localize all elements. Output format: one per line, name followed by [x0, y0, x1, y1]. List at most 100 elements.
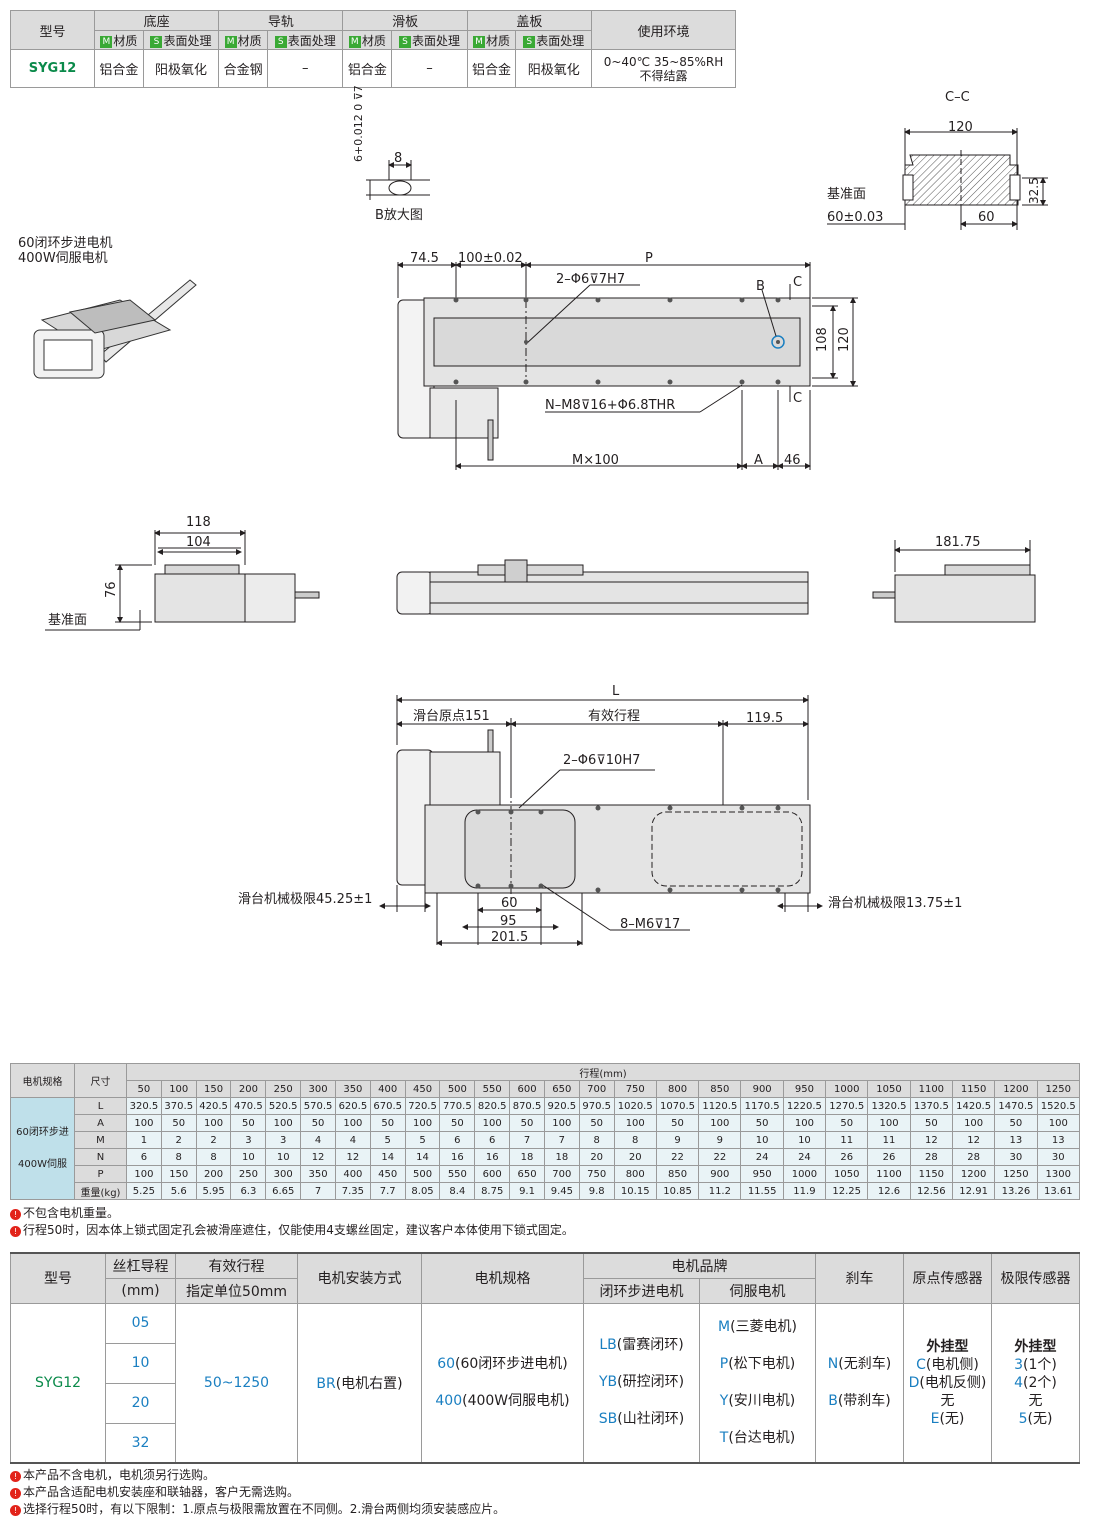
stroke-cell: 11: [825, 1131, 869, 1149]
stroke-cell: 7: [543, 1131, 580, 1149]
stroke-cell: 7: [300, 1182, 336, 1200]
order-h-limit: 极限传感器: [991, 1252, 1080, 1304]
stroke-cell: 9: [698, 1131, 742, 1149]
stroke-row-label: M: [74, 1131, 127, 1149]
stroke-cell: 18: [543, 1148, 580, 1166]
end-76: 76: [104, 581, 119, 598]
stroke-h-motor: 电机规格: [10, 1063, 75, 1098]
stroke-cell: 1120.5: [698, 1097, 742, 1115]
stroke-cell: 100: [404, 1114, 441, 1132]
stroke-cell: 50: [439, 1114, 476, 1132]
stroke-cell: 8.05: [404, 1182, 441, 1200]
stroke-cell: 100: [474, 1114, 511, 1132]
top-108: 108: [815, 327, 830, 352]
end-104: 104: [186, 535, 211, 550]
stroke-cell: 450: [369, 1165, 406, 1183]
stroke-cell: 850: [655, 1165, 700, 1183]
stroke-cell: 970.5: [578, 1097, 615, 1115]
top-c2: C: [793, 391, 802, 406]
stroke-col-header: 900: [740, 1080, 784, 1098]
stroke-col-header: 100: [160, 1080, 197, 1098]
b-dim: 8: [394, 151, 402, 166]
order-stepper: LB(雷赛闭环) YB(研控闭环) SB(山社闭环): [583, 1302, 700, 1464]
side-view: [396, 559, 809, 615]
top-a: A: [754, 453, 763, 468]
stroke-cell: 14: [369, 1148, 406, 1166]
end-view-right: [872, 540, 1036, 623]
stroke-cell: 420.5: [195, 1097, 232, 1115]
end-view-left: [45, 530, 320, 631]
stroke-col-header: 300: [300, 1080, 336, 1098]
stroke-cell: 18: [509, 1148, 545, 1166]
stroke-cell: 12.6: [867, 1182, 911, 1200]
stroke-cell: 1200: [951, 1165, 996, 1183]
spec-header-model: 型号: [10, 10, 95, 50]
stroke-cell: 470.5: [230, 1097, 267, 1115]
stroke-cell: 570.5: [300, 1097, 336, 1115]
stroke-col-header: 550: [474, 1080, 511, 1098]
stroke-cell: 1150: [909, 1165, 953, 1183]
stroke-cell: 10.85: [655, 1182, 700, 1200]
stroke-cell: 100: [951, 1114, 996, 1132]
spec-header-slider: 滑板: [342, 10, 468, 31]
stroke-cell: 20: [613, 1148, 657, 1166]
order-h-stroke-1: 有效行程: [175, 1252, 298, 1279]
stroke-row-label: L: [74, 1097, 127, 1115]
stroke-cell: 50: [994, 1114, 1038, 1132]
bottom-view: [379, 695, 823, 946]
stroke-cell: 28: [909, 1148, 953, 1166]
order-table: 型号 丝杠导程 有效行程 电机安装方式 电机规格 电机品牌 刹车 原点传感器 极…: [10, 1252, 1080, 1464]
spec-header-cover: 盖板: [466, 10, 593, 31]
stroke-col-header: 700: [578, 1080, 615, 1098]
stroke-cell: 870.5: [509, 1097, 545, 1115]
order-h-stepper: 闭环步进电机: [583, 1277, 700, 1304]
top-view: [397, 262, 858, 470]
spec-header-base: 底座: [93, 10, 220, 31]
order-h-lead-1: 丝杠导程: [105, 1252, 176, 1279]
stroke-col-header: 50: [126, 1080, 162, 1098]
spec-model: SYG12: [10, 49, 95, 88]
order-lead-20: 20: [105, 1382, 176, 1424]
order-h-stroke-2: 指定单位50mm: [175, 1277, 298, 1304]
stroke-cell: 10.15: [613, 1182, 657, 1200]
stroke-cell: 100: [334, 1114, 371, 1132]
b-tol: 6+0.012 0 ⊽7: [352, 85, 365, 162]
stroke-cell: 5: [369, 1131, 406, 1149]
end-datum: 基准面: [48, 613, 87, 628]
stroke-h-title: 行程(mm): [126, 1063, 1080, 1081]
end-118: 118: [186, 515, 211, 530]
stroke-cell: 4: [300, 1131, 336, 1149]
stroke-cell: 320.5: [126, 1097, 162, 1115]
order-note-2: !本产品含适配电机安装座和联轴器，客户无需选购。: [10, 1483, 299, 1500]
order-lead-32: 32: [105, 1422, 176, 1464]
stroke-cell: 350: [300, 1165, 336, 1183]
stroke-cell: 12: [334, 1148, 371, 1166]
stroke-row-label: A: [74, 1114, 127, 1132]
top-c1: C: [793, 275, 802, 290]
stroke-row-label: N: [74, 1148, 127, 1166]
stroke-cell: 22: [655, 1148, 700, 1166]
stroke-cell: 50: [230, 1114, 267, 1132]
stroke-note-2: !行程50时，因本体上锁式固定孔会被滑座遮住，仅能使用4支螺丝固定，建议客户本体…: [10, 1221, 574, 1238]
order-brake: N(无刹车) B(带刹车): [815, 1302, 904, 1464]
order-model: SYG12: [10, 1302, 106, 1464]
stroke-col-header: 1000: [825, 1080, 869, 1098]
stroke-col-header: 1150: [951, 1080, 996, 1098]
bottom-view-holes: [475, 805, 781, 893]
spec-env: 0~40℃ 35~85%RH 不得结露: [591, 49, 736, 88]
bot-95: 95: [500, 914, 517, 929]
stroke-cell: 11.9: [782, 1182, 827, 1200]
stroke-cell: 600: [474, 1165, 511, 1183]
stroke-cell: 100: [543, 1114, 580, 1132]
stroke-cell: 5.25: [126, 1182, 162, 1200]
motor-label-1: 60闭环步进电机: [18, 236, 113, 251]
stroke-col-header: 1200: [994, 1080, 1038, 1098]
stroke-cell: 500: [404, 1165, 441, 1183]
stroke-cell: 1100: [867, 1165, 911, 1183]
stroke-col-header: 450: [404, 1080, 441, 1098]
stroke-cell: 10: [265, 1148, 302, 1166]
stroke-note-1: !不包含电机重量。: [10, 1204, 119, 1221]
stroke-cell: 5.6: [160, 1182, 197, 1200]
stroke-cell: 520.5: [265, 1097, 302, 1115]
